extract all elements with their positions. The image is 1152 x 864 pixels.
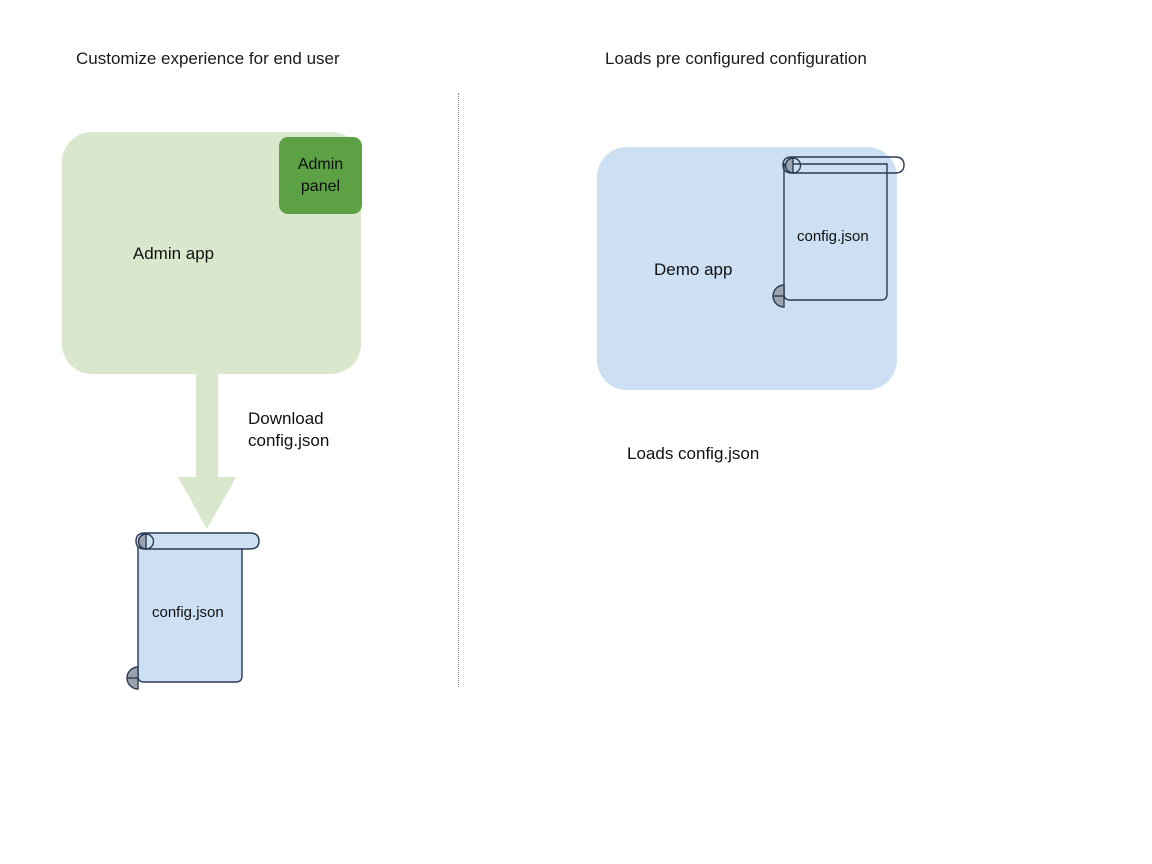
column-divider xyxy=(458,93,459,687)
right-column-heading: Loads pre configured configuration xyxy=(605,49,867,68)
demo-app-label: Demo app xyxy=(654,260,733,279)
config-json-document-right[interactable]: config.json xyxy=(772,154,909,308)
admin-app-label: Admin app xyxy=(132,244,215,263)
download-arrow-icon xyxy=(178,373,236,529)
demo-app-container: Demo app xyxy=(597,147,897,390)
config-json-label-left: config.json xyxy=(152,604,224,621)
loads-config-caption: Loads config.json xyxy=(627,444,760,463)
config-json-document-left[interactable]: config.json xyxy=(124,530,264,690)
config-json-label-right: config.json xyxy=(797,228,869,245)
left-column-heading: Customize experience for end user xyxy=(76,49,340,68)
